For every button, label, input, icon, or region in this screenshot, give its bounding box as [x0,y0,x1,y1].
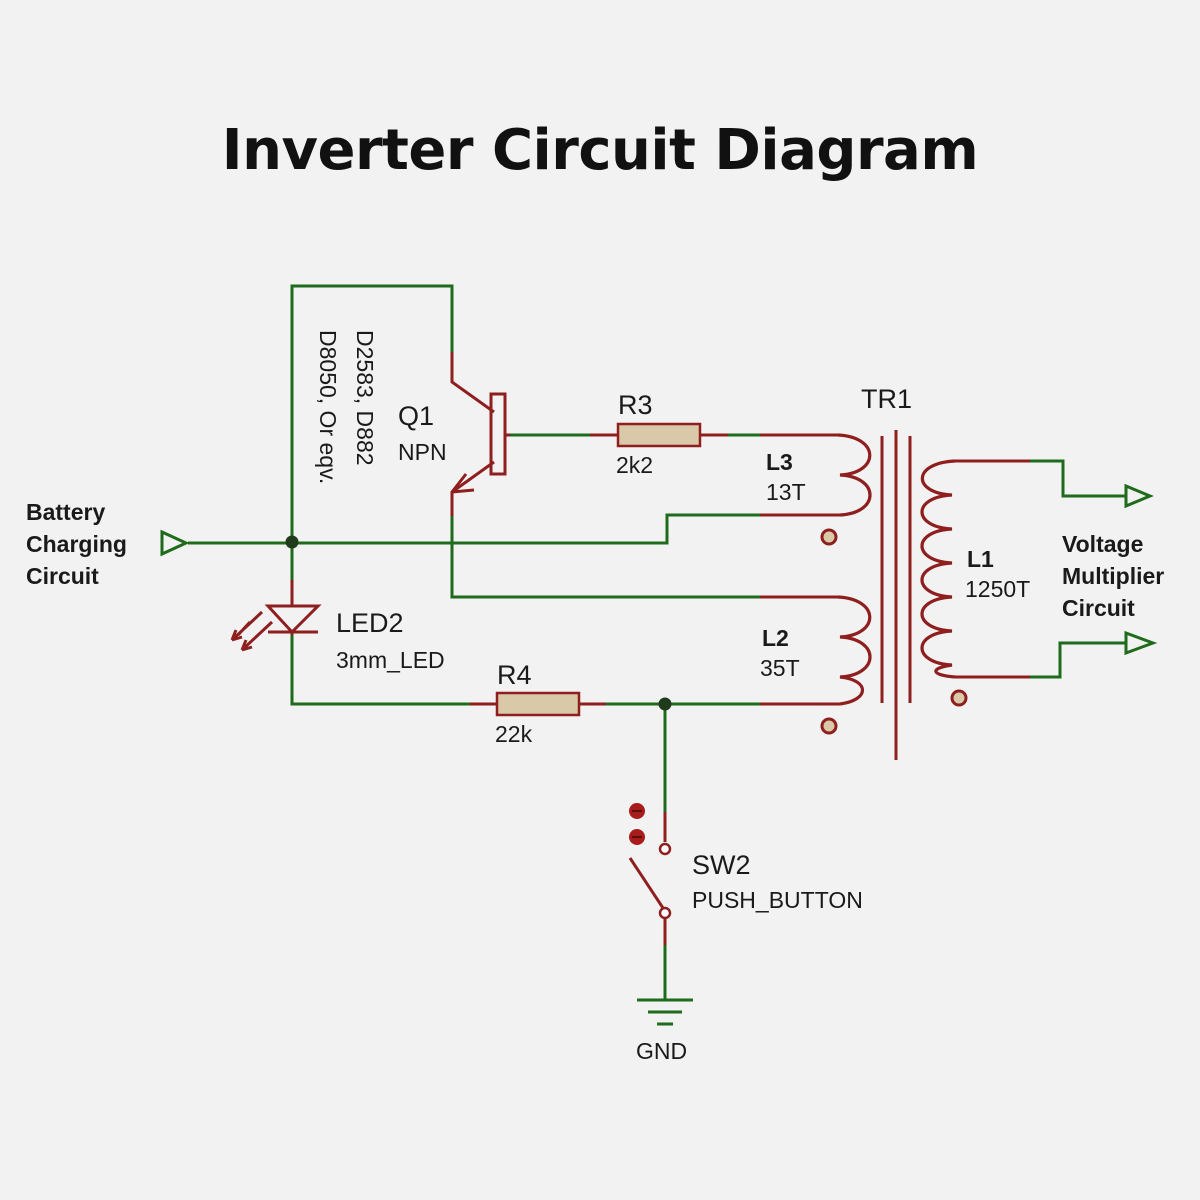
tr1-transformer[interactable] [760,430,1030,760]
r4-resistor[interactable] [470,691,606,717]
gnd-label: GND [636,1038,687,1064]
battery-port-label-2: Charging [26,531,127,557]
r4-value-label: 22k [495,721,533,747]
l3-ref-label: L3 [766,449,793,475]
r4-ref-label: R4 [497,660,532,690]
voltage-port-label-2: Multiplier [1062,563,1164,589]
ground-icon [637,998,693,1026]
l2-dot-icon [820,717,838,735]
voltage-port-label-3: Circuit [1062,595,1135,621]
junction-r4 [658,697,672,711]
led2-value-label: 3mm_LED [336,647,445,673]
battery-port-label-3: Circuit [26,563,99,589]
l2-ref-label: L2 [762,625,789,651]
voltage-port-arrow-bottom[interactable] [1124,630,1158,656]
tr1-ref-label: TR1 [861,384,912,414]
sw2-switch[interactable] [628,803,672,945]
voltage-port-arrow-top[interactable] [1124,483,1154,509]
q1-type-label: NPN [398,439,447,465]
l1-ref-label: L1 [967,546,994,572]
r3-ref-label: R3 [618,390,653,420]
led2-ref-label: LED2 [336,608,404,638]
led2-diode[interactable] [230,580,322,652]
battery-port-label-1: Battery [26,499,105,525]
r3-resistor[interactable] [590,422,728,448]
voltage-port-label-1: Voltage [1062,531,1143,557]
l3-dot-icon [820,528,838,546]
junction-battery [285,535,299,549]
q1-transistor[interactable] [450,352,510,516]
sw2-value-label: PUSH_BUTTON [692,887,863,913]
q1-part-label-1: D2583, D882 [352,330,378,466]
sw2-ref-label: SW2 [692,850,751,880]
l3-turns-label: 13T [766,479,806,505]
l1-dot-icon [950,689,968,707]
q1-ref-label: Q1 [398,401,434,431]
l2-turns-label: 35T [760,655,800,681]
wires [188,284,1090,1000]
battery-port-arrow[interactable] [160,529,190,557]
l1-turns-label: 1250T [965,576,1030,602]
r3-value-label: 2k2 [616,452,653,478]
page-title: Inverter Circuit Diagram [221,118,979,183]
q1-part-label-2: D8050, Or eqv. [315,330,341,484]
